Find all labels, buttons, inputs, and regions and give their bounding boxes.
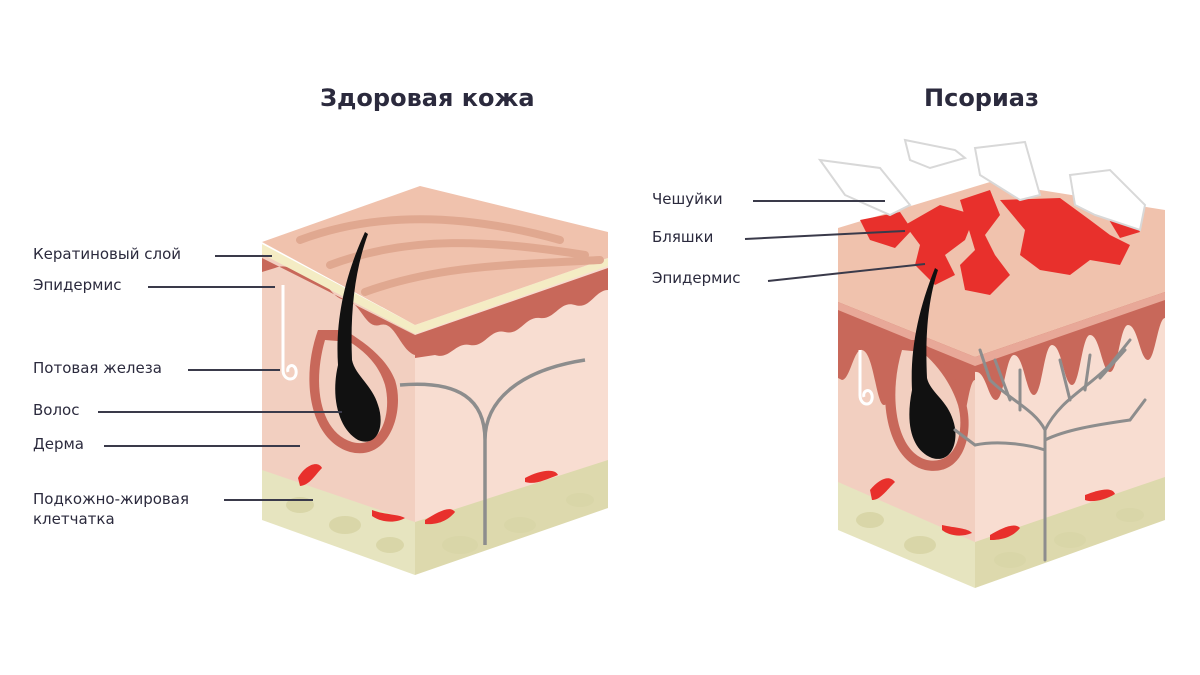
psoriasis-scales [817,138,1147,232]
healthy-sweat-gland [281,285,298,381]
label-plaques: Бляшки [652,228,714,246]
label-epidermis-healthy: Эпидермис [33,276,122,294]
healthy-blood-vessels [298,464,558,525]
healthy-skin-block [262,186,608,575]
title-psoriasis: Псориаз [924,84,1039,112]
healthy-keratin [262,244,608,334]
healthy-hair-shaft [335,232,381,442]
psoriasis-hair-shaft [909,268,956,459]
psoriasis-top-band [838,292,1165,366]
psoriasis-skin-block [817,138,1165,588]
leader-plaques [744,230,906,240]
label-hair: Волос [33,401,80,419]
label-subcutaneous-line2: клетчатка [33,510,115,528]
label-keratin-layer: Кератиновый слой [33,245,182,263]
healthy-top-face [262,186,608,325]
label-subcutaneous-line1: Подкожно-жировая [33,490,189,508]
leader-lines [98,200,926,501]
label-scales: Чешуйки [652,190,723,208]
psoriasis-epidermis-side [975,290,1165,400]
psoriasis-fat-front [838,480,975,588]
psoriasis-sweat-gland [858,350,874,406]
psoriasis-blood-vessels [870,478,1115,540]
leader-epidermis-psoriasis [767,263,926,282]
healthy-epidermis-side [415,268,608,358]
healthy-fat-blobs [286,493,594,554]
title-healthy-skin: Здоровая кожа [320,84,535,112]
label-dermis: Дерма [33,435,84,453]
psoriasis-fat-blobs [856,508,1144,568]
healthy-vessel [399,358,586,545]
label-sweat-gland: Потовая железа [33,359,162,377]
psoriasis-vessel-tree [953,338,1147,562]
label-epidermis-psoriasis: Эпидермис [652,269,741,287]
